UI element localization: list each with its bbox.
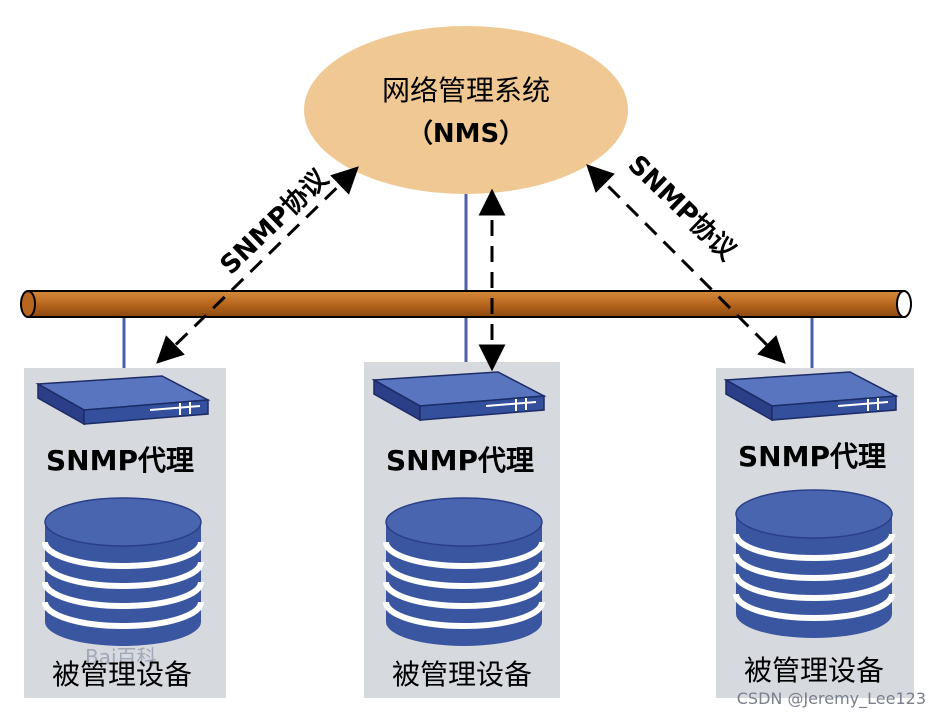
- agent-label-2: SNMP代理: [386, 444, 534, 477]
- nms-node: 网络管理系统 （NMS）: [304, 26, 628, 194]
- csdn-watermark: CSDN @Jeremy_Lee123: [737, 689, 926, 709]
- managed-device-1: SNMP代理 Bai百科 被管理设备: [35, 375, 211, 691]
- nms-abbreviation: （NMS）: [407, 119, 525, 149]
- protocol-label-right: SNMP协议: [622, 150, 742, 268]
- agent-label-3: SNMP代理: [738, 440, 886, 473]
- router-icon: [35, 375, 211, 426]
- device-label-3: 被管理设备: [744, 654, 884, 687]
- baidu-watermark: Bai百科: [85, 645, 157, 669]
- device-label-2: 被管理设备: [392, 658, 532, 691]
- snmp-arrow-right: [586, 164, 786, 364]
- network-bus: [20, 290, 912, 318]
- managed-device-2: SNMP代理 被管理设备: [371, 371, 547, 691]
- router-icon: [723, 371, 899, 422]
- device-label-1: 被管理设备: [52, 658, 192, 691]
- nms-title: 网络管理系统: [382, 74, 550, 107]
- managed-device-3: SNMP代理 被管理设备: [723, 371, 899, 687]
- router-icon: [371, 371, 547, 422]
- agent-label-1: SNMP代理: [46, 444, 194, 477]
- database-icon: [733, 489, 895, 638]
- snmp-arrow-left: [156, 166, 359, 364]
- protocol-label-left: SNMP协议: [215, 163, 335, 281]
- database-icon: [383, 497, 545, 646]
- database-icon: [42, 497, 204, 646]
